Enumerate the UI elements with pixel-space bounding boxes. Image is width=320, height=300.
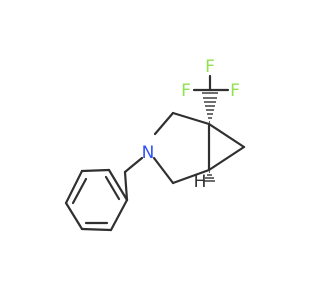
lower-ch2-to-c5-bond: [171, 168, 211, 185]
ring-bond: [64, 201, 84, 231]
nitrogen-label: N: [142, 143, 155, 163]
ring-bond: [109, 198, 129, 232]
ring-bond: [80, 168, 111, 173]
fluorine-top-label: F: [205, 57, 215, 77]
ring-bond: [64, 169, 84, 205]
cyclopropane-bond: [207, 122, 246, 149]
stereo-hydrogen-label: H: [194, 172, 207, 192]
ring-double-bond: [71, 177, 88, 205]
ring-double-bond: [104, 175, 121, 201]
structure-canvas: N F F F H: [64, 57, 246, 232]
ch2-to-n-bond: [123, 156, 144, 174]
cyclopropane-bond: [207, 145, 246, 172]
ring-to-ch2-bond: [123, 170, 129, 202]
upper-ch2-to-c1-bond: [171, 111, 211, 126]
ring-bond: [107, 168, 129, 202]
ring-bond: [80, 227, 113, 232]
n-to-upper-ch2-bond: [153, 111, 175, 136]
molecule-drawing: N F F F H: [64, 57, 246, 232]
fluorine-left-label: F: [181, 81, 191, 101]
n-to-lower-ch2-bond: [152, 156, 175, 185]
hashed-wedge-h: [203, 171, 215, 182]
hashed-wedge-cf3: [202, 92, 218, 123]
benzene-ring: [64, 168, 129, 232]
fluorine-right-label: F: [230, 81, 240, 101]
